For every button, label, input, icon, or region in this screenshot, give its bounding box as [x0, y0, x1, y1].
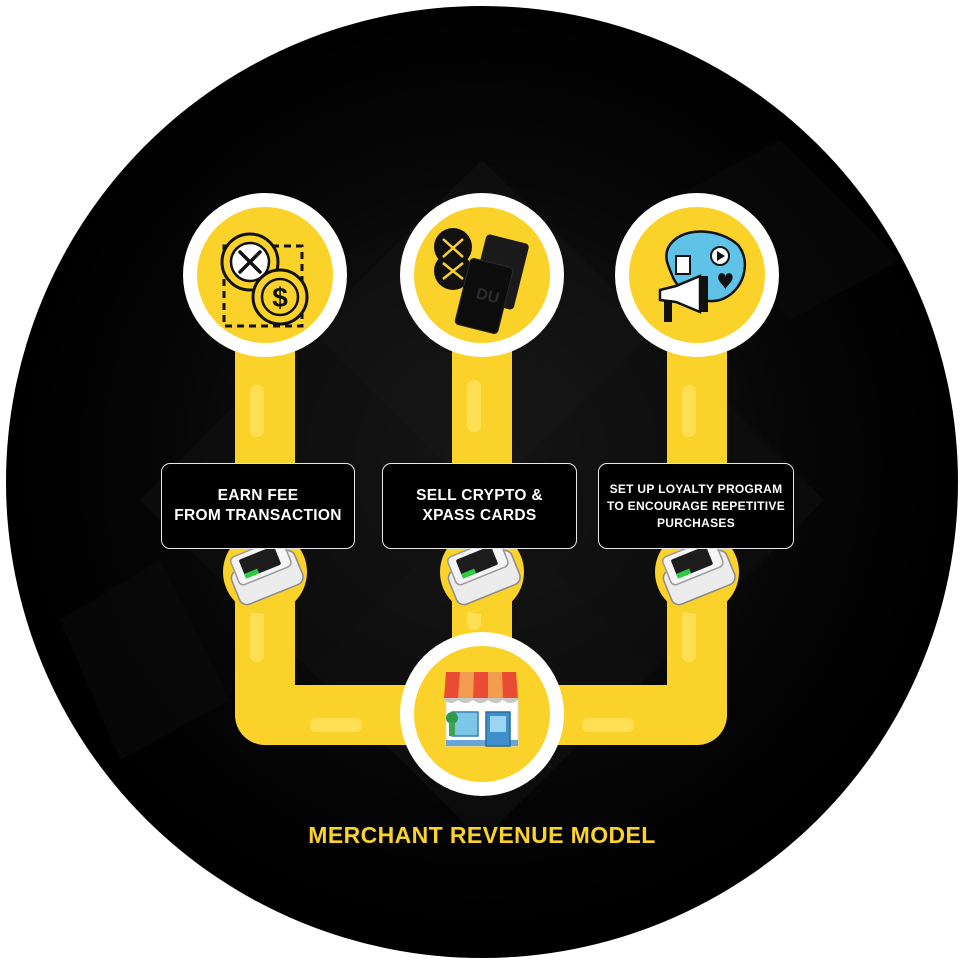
- label-loyalty-program: SET UP LOYALTY PROGRAM TO ENCOURAGE REPE…: [598, 463, 794, 549]
- label-line: XPASS CARDS: [422, 507, 537, 524]
- storefront-icon: [444, 672, 519, 747]
- svg-text:$: $: [272, 282, 288, 313]
- label-sell-crypto: SELL CRYPTO & XPASS CARDS: [382, 463, 577, 549]
- payment-terminal-icon: [230, 538, 304, 606]
- node-sell-crypto: DU: [400, 193, 564, 357]
- payment-terminal-2: [440, 530, 524, 614]
- diagram-title: MERCHANT REVENUE MODEL: [308, 822, 656, 848]
- payment-terminal-icon: [447, 538, 521, 606]
- label-line: TO ENCOURAGE REPETITIVE: [606, 498, 786, 513]
- node-earn-fee: $: [183, 193, 347, 357]
- payment-terminal-1: [223, 530, 307, 614]
- label-line: SELL CRYPTO &: [416, 487, 543, 504]
- svg-text:DU: DU: [474, 285, 501, 307]
- label-earn-fee: EARN FEE FROM TRANSACTION: [161, 463, 355, 549]
- label-line: SET UP LOYALTY PROGRAM: [609, 481, 783, 496]
- merchant-store-hub: [400, 632, 564, 796]
- xpass-cards-icon: DU: [434, 228, 529, 334]
- payment-terminal-3: [655, 530, 739, 614]
- marketing-megaphone-icon: [658, 230, 747, 322]
- label-line: PURCHASES: [656, 515, 736, 530]
- node-loyalty-program: [615, 193, 779, 357]
- label-line: EARN FEE: [217, 487, 299, 504]
- payment-terminal-icon: [662, 538, 736, 606]
- coin-dollar-exchange-icon: $: [220, 232, 309, 328]
- label-line: FROM TRANSACTION: [174, 507, 342, 524]
